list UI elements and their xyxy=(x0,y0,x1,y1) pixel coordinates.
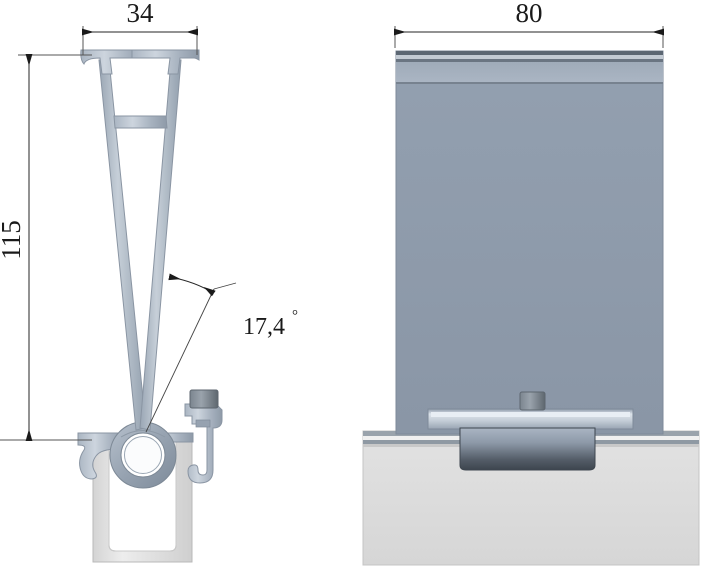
right-elevation-view: 80 xyxy=(362,0,700,566)
dimension-angle-17-4: 17,4 ° xyxy=(145,273,298,433)
dimension-115-label: 115 xyxy=(0,220,26,260)
degree-symbol: ° xyxy=(292,308,298,324)
bracket-body xyxy=(395,50,664,435)
dimension-80-label: 80 xyxy=(516,0,543,28)
dimension-angle-label: 17,4 xyxy=(243,314,285,340)
rail-channel xyxy=(92,439,193,563)
clamp-profile xyxy=(77,389,223,484)
left-section-view: 34 115 17,4 ° xyxy=(0,0,298,563)
top-flanges xyxy=(80,49,200,75)
dimension-34: 34 xyxy=(82,0,198,55)
clamp-plate xyxy=(427,408,634,430)
pivot-hub xyxy=(109,421,177,489)
dimension-80: 80 xyxy=(394,0,664,48)
dimension-34-label: 34 xyxy=(127,0,155,28)
front-cylinder xyxy=(459,427,596,471)
dimension-115: 115 xyxy=(0,54,92,441)
mid-crossbar xyxy=(113,115,168,129)
clamp-bolt-head xyxy=(189,389,219,409)
body-bolt-head xyxy=(519,391,546,411)
